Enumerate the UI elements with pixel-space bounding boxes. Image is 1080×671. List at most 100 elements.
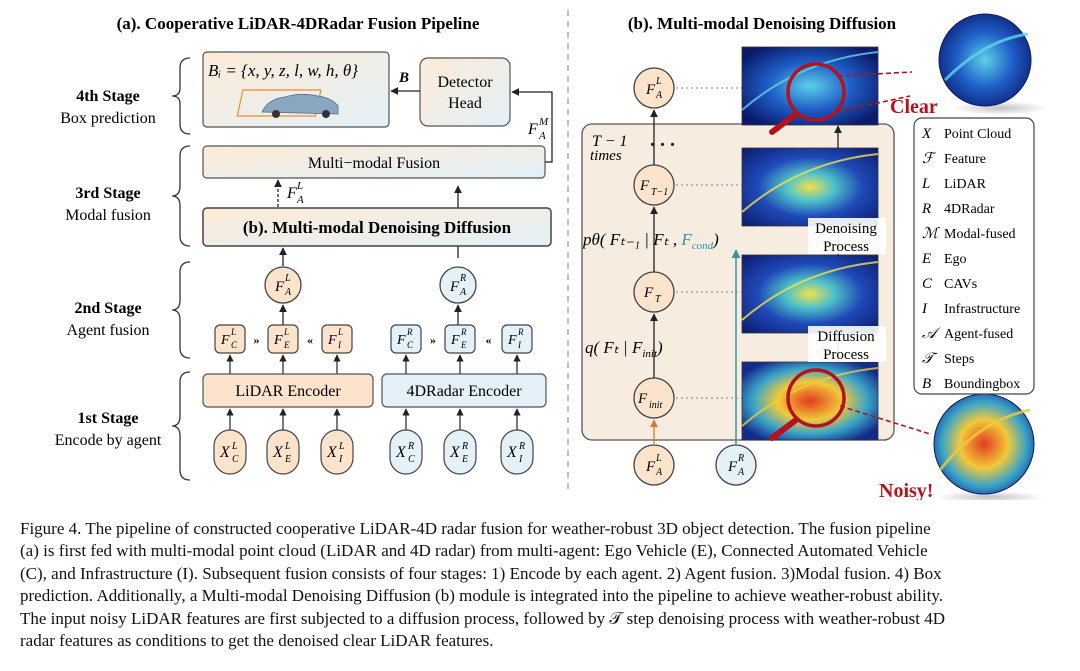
- figure-diagram: (a). Cooperative LiDAR-4DRadar Fusion Pi…: [55, 10, 1048, 500]
- svg-text:A: A: [538, 130, 546, 142]
- caption-line: (a) is first fed with multi-modal point …: [20, 541, 928, 561]
- svg-text:X: X: [272, 444, 284, 461]
- stage-3-name: 3rd Stage: [75, 185, 140, 202]
- svg-text:init: init: [649, 400, 663, 411]
- radar-encoder-box: [381, 373, 547, 408]
- svg-text:Ego: Ego: [944, 252, 967, 267]
- stage-1-name: 1st Stage: [78, 410, 139, 427]
- svg-text:F: F: [449, 279, 460, 295]
- svg-text:Feature: Feature: [944, 152, 986, 167]
- svg-text:. . .: . . .: [650, 129, 675, 151]
- svg-text:q( Fₜ | Finit): q( Fₜ | Finit): [585, 338, 663, 360]
- svg-text:E: E: [921, 251, 931, 267]
- stage-4-name: 4th Stage: [76, 88, 140, 105]
- denoising-process-line1: Denoising: [815, 221, 877, 237]
- svg-text:A: A: [296, 194, 304, 206]
- multimodal-fusion-label: Multi−modal Fusion: [308, 155, 440, 172]
- radar-feature-i: FRI: [501, 324, 533, 374]
- denoised-feature-label: F L A: [286, 180, 304, 206]
- svg-text:L: L: [284, 273, 291, 284]
- legend-item: I Infrastructure: [921, 301, 1020, 317]
- svg-text:R: R: [461, 441, 468, 452]
- svg-text:L: L: [655, 76, 662, 87]
- svg-text:Point Cloud: Point Cloud: [944, 127, 1011, 142]
- svg-text:4DRadar: 4DRadar: [944, 202, 995, 217]
- svg-text:pθ( Fₜ₋₁ | Fₜ , Fcond): pθ( Fₜ₋₁ | Fₜ , Fcond): [582, 230, 719, 252]
- svg-text:F: F: [643, 285, 654, 301]
- radar-agent-fused-label: F R A: [449, 273, 467, 298]
- zoom-noisy: [933, 393, 1035, 495]
- svg-text:F: F: [327, 333, 337, 348]
- svg-text:Infrastructure: Infrastructure: [944, 302, 1020, 317]
- magnifier-noisy-icon: [769, 368, 931, 441]
- detector-head-box: [419, 57, 511, 127]
- svg-text:ℱ: ℱ: [922, 151, 937, 167]
- stage-1-desc: Encode by agent: [55, 432, 162, 449]
- svg-text:L: L: [231, 441, 238, 452]
- svg-text:A: A: [459, 287, 467, 298]
- svg-text:F: F: [286, 185, 297, 202]
- denoising-diffusion-label: (b). Multi-modal Denoising Diffusion: [243, 218, 512, 237]
- stage-braces: [171, 57, 191, 481]
- svg-text:L: L: [283, 327, 289, 337]
- svg-text:L: L: [337, 327, 343, 337]
- svg-text:L: L: [230, 327, 236, 337]
- stage-labels: 4th Stage Box prediction 3rd Stage Modal…: [55, 88, 162, 449]
- svg-text:C: C: [408, 454, 415, 465]
- svg-text:E: E: [460, 340, 467, 350]
- q-formula: q( Fₜ | Finit): [585, 338, 663, 360]
- svg-text:L: L: [284, 441, 291, 452]
- svg-text:A: A: [284, 287, 292, 298]
- lidar-feature-merge-glyph: »: [254, 333, 260, 347]
- radar-feature-merge-glyph: »: [430, 333, 436, 347]
- svg-text:I: I: [921, 301, 928, 317]
- svg-text:ℳ: ℳ: [922, 226, 940, 242]
- radar-agent-fused-node: [439, 266, 477, 304]
- svg-text:B: B: [922, 376, 931, 392]
- svg-text:A: A: [655, 467, 663, 478]
- svg-text:C: C: [407, 340, 414, 350]
- svg-text:F: F: [527, 121, 538, 138]
- radar-feature-e: FRE: [444, 324, 476, 374]
- svg-text:F: F: [727, 459, 738, 475]
- lidar-encoder-box: [202, 373, 374, 408]
- legend-box: [913, 117, 1035, 395]
- p-theta-formula: pθ( Fₜ₋₁ | Fₜ , Fcond): [582, 230, 719, 252]
- svg-text:F: F: [645, 459, 656, 475]
- heatmap-images: [741, 46, 879, 441]
- svg-text:A: A: [737, 467, 745, 478]
- svg-text:I: I: [518, 454, 523, 465]
- fused-feature-label: F M A: [527, 116, 549, 142]
- heatmap-step-t-minus-1: [741, 147, 879, 227]
- fusion-to-detector-arrow: [511, 88, 553, 163]
- caption-line: radar features as conditions to get the …: [20, 631, 494, 651]
- diffusion-process-line1: Diffusion: [817, 329, 875, 345]
- svg-text:F: F: [637, 391, 648, 407]
- lidar-agent-fused-node: [264, 266, 302, 304]
- svg-text:R: R: [459, 273, 466, 284]
- svg-text:Steps: Steps: [944, 352, 974, 367]
- caption-line: Figure 4. The pipeline of constructed co…: [20, 519, 931, 538]
- svg-text:X: X: [506, 444, 518, 461]
- svg-text:R: R: [517, 327, 524, 337]
- svg-text:L: L: [655, 453, 662, 464]
- svg-text:X: X: [219, 444, 231, 461]
- svg-text:C: C: [232, 454, 239, 465]
- node-t: [633, 271, 675, 313]
- lidar-encoder-label: LiDAR Encoder: [235, 383, 341, 400]
- loop-count-label: T − 1: [592, 133, 627, 150]
- svg-text:R: R: [737, 453, 744, 464]
- svg-text:LiDAR: LiDAR: [944, 177, 987, 192]
- svg-text:L: L: [296, 180, 303, 192]
- car-icon: [236, 89, 339, 118]
- svg-text:C: C: [922, 276, 933, 292]
- caption-line: prediction. Additionally, a Multi-modal …: [20, 586, 943, 606]
